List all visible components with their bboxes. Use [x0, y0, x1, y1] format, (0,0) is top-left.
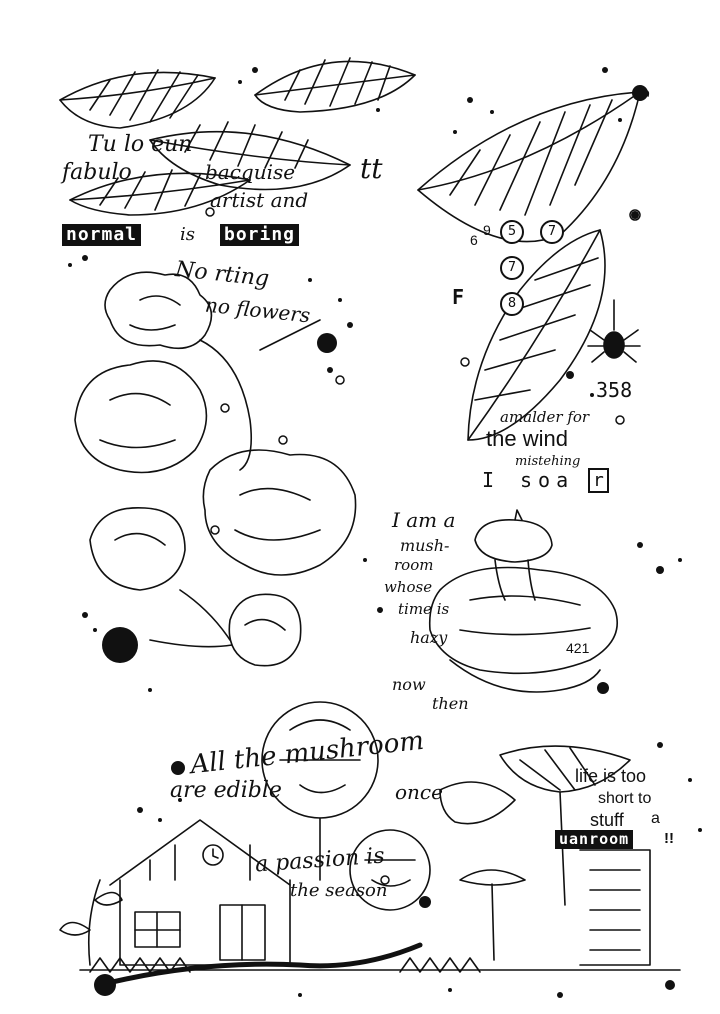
scene-right-2: short to	[598, 790, 652, 807]
tag-is: is	[180, 224, 195, 245]
mushroom-line-1: I am a	[392, 508, 456, 532]
mushroom-number: 421	[566, 640, 590, 656]
tag-normal: normal	[62, 224, 142, 246]
scene-script-3: once	[395, 780, 443, 804]
tag-boring: boring	[220, 224, 300, 246]
feather-circled-8: 8	[500, 292, 524, 316]
mushroom-line-4: whose	[384, 578, 433, 596]
mushroom-line-2: mush-	[400, 536, 450, 555]
feather-script-bottom: mistehing	[515, 454, 581, 469]
cotton-branch-illustration	[74, 271, 357, 667]
house-mushroom-scene-illustration	[59, 701, 681, 988]
feather-digit-6: 6	[470, 232, 478, 248]
leaves-script-line-1: Tu lo eun	[88, 132, 193, 157]
feather-soar-r: r	[588, 468, 609, 493]
feather-circled-7b: 7	[500, 256, 524, 280]
feather-letter: F	[452, 285, 465, 309]
scene-right-3: stuff	[590, 810, 624, 830]
ink-splatter-decoration	[68, 67, 702, 998]
feather-illustration	[417, 89, 650, 441]
feather-soar-i: I	[482, 468, 495, 492]
leaves-script-line-2: fabulo	[62, 160, 132, 185]
scene-tag-uanroom: uanroom	[555, 830, 634, 849]
leaves-script-line-4: tt	[360, 152, 383, 185]
feather-circled-7: 7	[540, 220, 564, 244]
mushroom-line-3: room	[394, 556, 434, 574]
feather-soar-word: soa	[520, 468, 575, 492]
scene-right-4: a	[651, 810, 660, 827]
leaves-script-line-5: artist and	[210, 188, 309, 212]
leaf-cluster-illustration	[59, 57, 416, 216]
scene-tag-bang: !!	[664, 830, 674, 847]
mushroom-line-6: hazy	[410, 628, 448, 647]
mushroom-cluster-illustration	[428, 509, 619, 693]
leaves-script-line-3: bacquise	[205, 160, 296, 184]
feather-digit-9: 9	[483, 222, 491, 238]
ring-dot-decoration	[205, 207, 641, 885]
feather-the-wind: the wind	[486, 426, 568, 451]
feather-circled-5: 5	[500, 220, 524, 244]
mushroom-line-7: now	[392, 675, 426, 694]
feather-script-top: amalder for	[500, 408, 590, 426]
scene-script-2: are edible	[170, 778, 282, 803]
mushroom-line-8: then	[432, 694, 469, 713]
feather-number: 358	[596, 378, 633, 402]
mushroom-line-5: time is	[398, 600, 450, 618]
scene-script-5: the season	[290, 880, 388, 901]
scene-right-1: life is too	[575, 766, 647, 786]
